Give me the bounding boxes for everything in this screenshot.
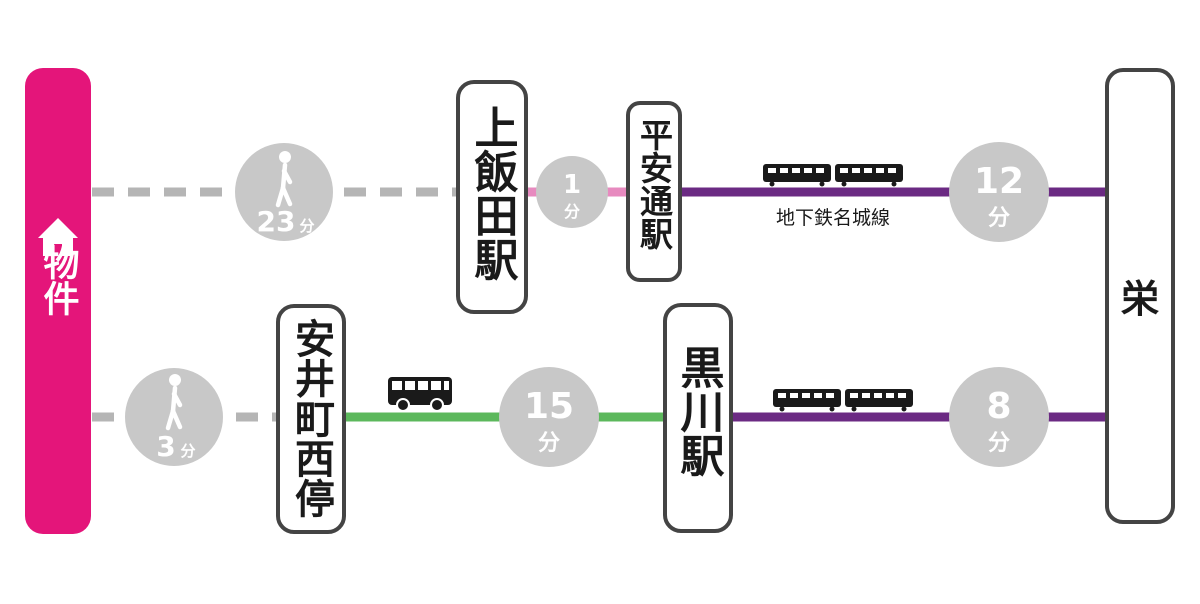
- station-kamiiida: [456, 80, 528, 314]
- house-icon: [38, 218, 78, 256]
- walker-icon: [165, 374, 183, 431]
- station-heiandori-label: 平安通駅: [635, 118, 674, 251]
- ride-time-2-number: 8: [986, 386, 1011, 427]
- train-icon: [773, 389, 913, 412]
- bus-badge: [499, 367, 599, 467]
- property-label: 物件: [38, 244, 80, 316]
- station-heiandori: [626, 101, 682, 282]
- line-name-meijo: 地下鉄名城線: [776, 207, 890, 229]
- bus-time-unit: 分: [538, 431, 560, 456]
- property-bar: [25, 68, 91, 534]
- station-kurokawa-label: 黒川駅: [673, 345, 725, 477]
- ride-badge-1: [949, 142, 1049, 242]
- ride-badge-2: [949, 367, 1049, 467]
- bus-time-number: 15: [524, 386, 574, 427]
- walk-time-2-unit: 分: [180, 442, 195, 460]
- transfer-badge: [536, 156, 608, 228]
- bus-icon: [388, 377, 452, 412]
- train-icon: [763, 164, 903, 187]
- ride-time-1-unit: 分: [988, 206, 1010, 231]
- busstop-label: 安井町西停: [288, 318, 335, 518]
- walk-time-1-unit: 分: [299, 217, 314, 235]
- walk-time-1-number: 23: [257, 205, 296, 238]
- station-kamiiida-label: 上飯田駅: [467, 105, 519, 281]
- walk-time-2-number: 3: [156, 430, 175, 463]
- ride-time-1-number: 12: [974, 161, 1024, 202]
- ride-time-2-unit: 分: [988, 431, 1010, 456]
- destination-label: 栄: [1121, 277, 1159, 321]
- transfer-time-number: 1: [563, 170, 581, 200]
- station-kurokawa: [663, 303, 733, 533]
- walker-icon: [275, 151, 293, 208]
- destination-box: [1105, 68, 1175, 524]
- transfer-time-unit: 分: [564, 202, 580, 221]
- busstop-yasuicho-nishi: [276, 304, 346, 534]
